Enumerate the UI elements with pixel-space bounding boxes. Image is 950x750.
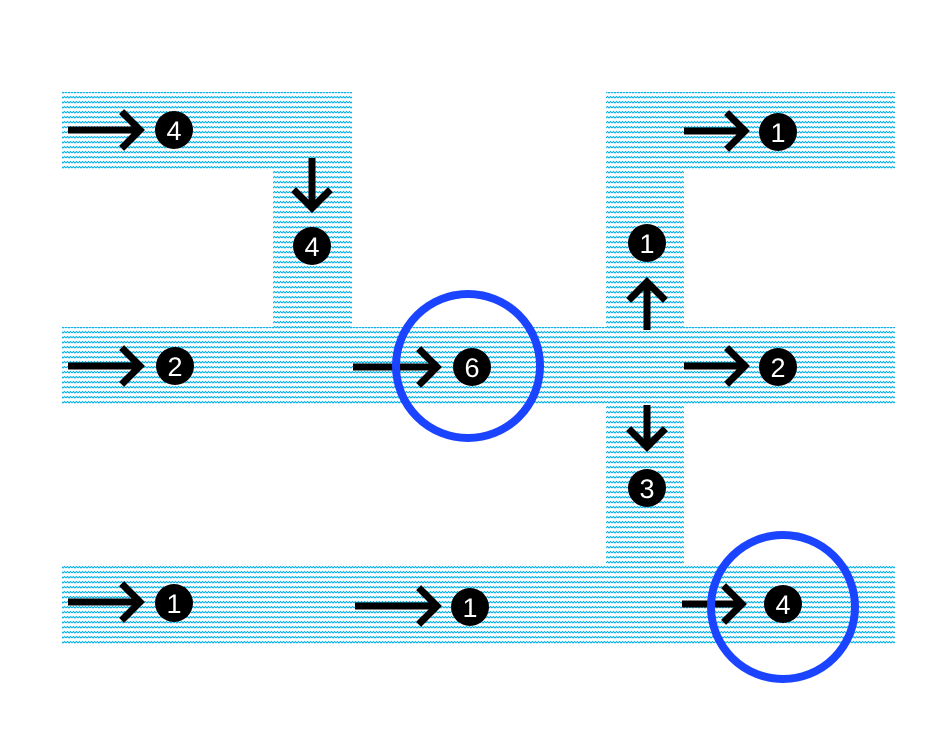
badge-value: 4 xyxy=(166,116,181,146)
marker-right: 1 xyxy=(355,585,489,627)
marker-down: 4 xyxy=(291,158,333,265)
arrowhead-icon xyxy=(626,426,668,452)
badge-value: 3 xyxy=(639,474,654,504)
badge-value: 2 xyxy=(770,353,785,383)
marker-right: 1 xyxy=(68,581,193,623)
number-badge xyxy=(628,224,666,262)
number-badge xyxy=(764,585,802,623)
arrowhead-icon xyxy=(721,583,747,625)
arrowhead-icon xyxy=(416,585,442,627)
number-badge xyxy=(293,227,331,265)
marker-down: 3 xyxy=(626,405,668,507)
badge-value: 1 xyxy=(770,118,785,148)
badge-value: 4 xyxy=(304,232,319,262)
arrowhead-icon xyxy=(291,187,333,213)
arrowhead-icon xyxy=(119,345,145,387)
arrowhead-icon xyxy=(724,345,750,387)
highlight-circle xyxy=(707,531,859,683)
arrowhead-icon xyxy=(119,109,145,151)
marker-right: 4 xyxy=(68,109,193,151)
path-band xyxy=(606,92,895,170)
arrowhead-icon xyxy=(626,277,668,303)
markers: 4 4 2 6 1 1 2 3 1 1 4 xyxy=(68,109,859,683)
badge-value: 4 xyxy=(775,590,790,620)
highlight-circle xyxy=(392,290,544,442)
marker-right: 6 xyxy=(353,346,491,388)
number-badge xyxy=(628,469,666,507)
badge-value: 1 xyxy=(166,589,181,619)
badge-value: 1 xyxy=(462,593,477,623)
number-badge xyxy=(451,588,489,626)
number-badge xyxy=(759,113,797,151)
number-badge xyxy=(759,348,797,386)
marker-right: 2 xyxy=(68,345,194,387)
number-badge xyxy=(155,111,193,149)
number-badge xyxy=(453,348,491,386)
arrowhead-icon xyxy=(416,346,442,388)
marker-up: 1 xyxy=(626,224,668,330)
marker-right: 1 xyxy=(684,110,797,152)
number-badge xyxy=(156,347,194,385)
badge-value: 2 xyxy=(167,352,182,382)
badge-value: 6 xyxy=(464,353,479,383)
arrowhead-icon xyxy=(119,581,145,623)
arrowhead-icon xyxy=(724,110,750,152)
marker-right: 2 xyxy=(684,345,797,387)
badge-value: 1 xyxy=(639,229,654,259)
number-badge xyxy=(155,584,193,622)
